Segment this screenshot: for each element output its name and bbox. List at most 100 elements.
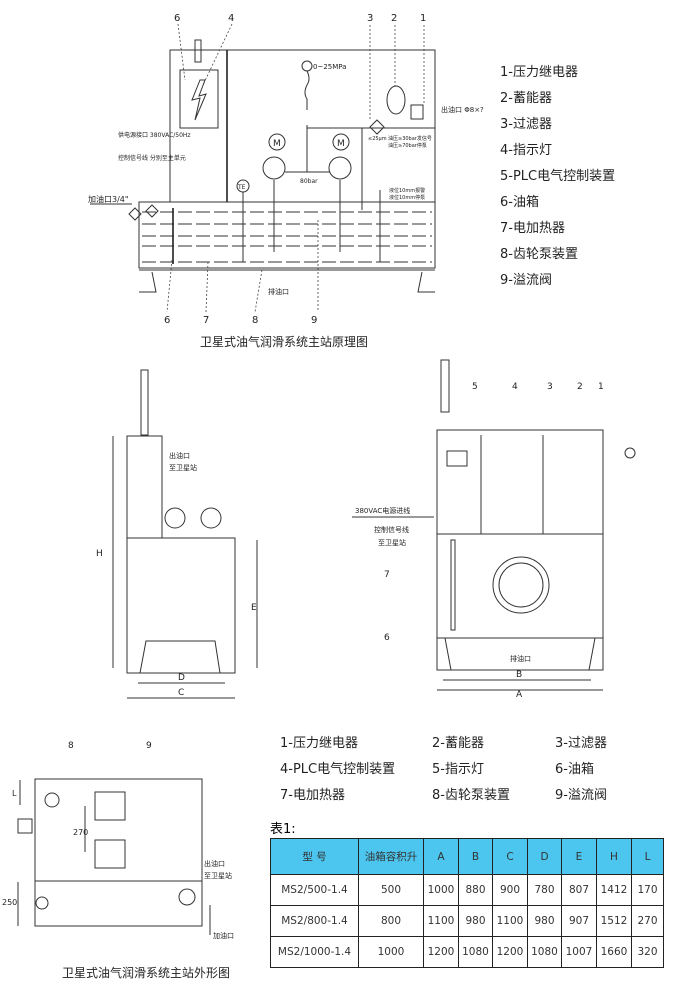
plc-display [446, 450, 468, 467]
table-cell: 880 [458, 874, 493, 906]
fill-label: 加油口 [213, 931, 234, 940]
legend-item: 4-指示灯 [500, 143, 552, 158]
level-note: 液位10mm报警 [389, 187, 425, 194]
callout-9: 9 [146, 741, 152, 751]
svg-text:4: 4 [512, 382, 518, 392]
table-cell: 780 [527, 874, 562, 906]
outlet-label: 出油口 [204, 859, 225, 868]
plc-panel [179, 69, 219, 129]
column-header: L [631, 838, 664, 875]
dim-b: B [516, 670, 522, 680]
table-cell: 1100 [492, 905, 528, 937]
svg-text:4: 4 [228, 13, 234, 24]
column-header: E [561, 838, 597, 875]
top-view: L 270 250 8 9 出油口 至卫星站 加油口 [2, 741, 234, 940]
legend-item: 6-油箱 [555, 762, 594, 777]
svg-text:6: 6 [174, 13, 180, 24]
svg-text:6: 6 [164, 315, 170, 326]
pressure-switch-icon [410, 104, 424, 120]
svg-text:5: 5 [472, 382, 478, 392]
drain-label: 排油口 [268, 287, 289, 296]
table-cell: 270 [631, 905, 664, 937]
column-header: C [492, 838, 528, 875]
table-cell: 1007 [561, 936, 597, 968]
outline-caption: 卫星式油气润滑系统主站外形图 [62, 966, 231, 980]
dim-e: E [251, 603, 257, 613]
gauge-label: 0~25MPa [313, 63, 346, 71]
table-cell: 800 [358, 905, 424, 937]
dim-270: 270 [73, 828, 88, 837]
level-note: 液位10mm停泵 [389, 194, 425, 201]
svg-text:6: 6 [384, 633, 390, 643]
svg-text:8: 8 [252, 315, 258, 326]
legend-item: 4-PLC电气控制装置 [280, 762, 396, 777]
table-cell: 500 [358, 874, 424, 906]
table-cell: 900 [492, 874, 528, 906]
legend-item: 5-指示灯 [432, 762, 484, 777]
dim-250: 250 [2, 898, 17, 907]
table-cell: 170 [631, 874, 664, 906]
schematic-callouts: 6 4 3 2 1 6 7 8 9 [164, 13, 426, 326]
motor-icon [332, 133, 350, 151]
table-cell: 807 [561, 874, 597, 906]
accumulator-icon [386, 85, 406, 115]
table-cell: 1412 [596, 874, 632, 906]
signal-label: 控制信号线 [374, 525, 409, 534]
outlet-label: 出油口 Φ8×? [441, 105, 484, 114]
pressure-note: 油压≥30bar发信号 [388, 135, 432, 142]
legend-item: 1-压力继电器 [280, 736, 358, 751]
svg-text:M: M [273, 139, 281, 149]
dim-a: A [516, 690, 523, 700]
table-cell: 1000 [423, 874, 459, 906]
legend-item: 7-电加热器 [500, 221, 565, 236]
svg-text:7: 7 [384, 570, 390, 580]
legend-item: 8-齿轮泵装置 [500, 247, 578, 262]
table-cell: 1200 [423, 936, 459, 968]
callout-8: 8 [68, 741, 74, 751]
legend-item: 2-蓄能器 [500, 91, 552, 106]
legend-item: 6-油箱 [500, 195, 539, 210]
table-cell: MS2/800-1.4 [270, 905, 359, 937]
fill-port-label: 加油口3/4" [88, 194, 129, 204]
table-cell: 980 [527, 905, 562, 937]
legend-item: 3-过滤器 [500, 117, 552, 132]
oil-tank [138, 201, 436, 269]
outlet-label: 至卫星站 [204, 871, 232, 880]
drain-label: 排油口 [510, 654, 531, 663]
dim-d: D [178, 673, 185, 683]
svg-text:7: 7 [203, 315, 209, 326]
legend-item: 2-蓄能器 [432, 736, 484, 751]
column-header: B [458, 838, 493, 875]
filter-icon [369, 119, 385, 135]
signal-label: 至卫星站 [378, 538, 406, 547]
legend-item: 9-溢流阀 [500, 273, 552, 288]
power-label: 380VAC电源进线 [355, 506, 410, 515]
legend-top: 1-压力继电器 2-蓄能器 3-过滤器 4-指示灯 5-PLC电气控制装置 6-… [500, 60, 615, 294]
table-cell: 1100 [423, 905, 459, 937]
indicator-light-icon [140, 369, 149, 436]
pump-icon [328, 156, 352, 180]
pressure-gauge-icon [301, 60, 313, 72]
table-cell: 1512 [596, 905, 632, 937]
schematic-diagram: M M TE 加油口3/4" 0~25MPa 出油口 Φ8×? 供电源接口 38… [88, 13, 484, 326]
column-header: 型 号 [270, 838, 359, 875]
table-cell: 907 [561, 905, 597, 937]
indicator-light-icon [440, 359, 450, 413]
column-header: D [527, 838, 562, 875]
table-cell: 1080 [527, 936, 562, 968]
lightning-icon [191, 79, 207, 121]
outlet-label: 至卫星站 [169, 463, 197, 472]
legend-item: 7-电加热器 [280, 788, 345, 803]
table-cell: MS2/1000-1.4 [270, 936, 359, 968]
svg-text:3: 3 [547, 382, 553, 392]
table-cell: 1080 [458, 936, 493, 968]
power-label: 供电源接口 380VAC/50Hz [118, 131, 191, 139]
indicator-light-icon [194, 39, 202, 63]
svg-text:1: 1 [420, 13, 426, 24]
schematic-caption: 卫星式油气润滑系统主站原理图 [200, 335, 369, 349]
signal-label: 控制信号线 分别至主单元 [118, 154, 186, 162]
